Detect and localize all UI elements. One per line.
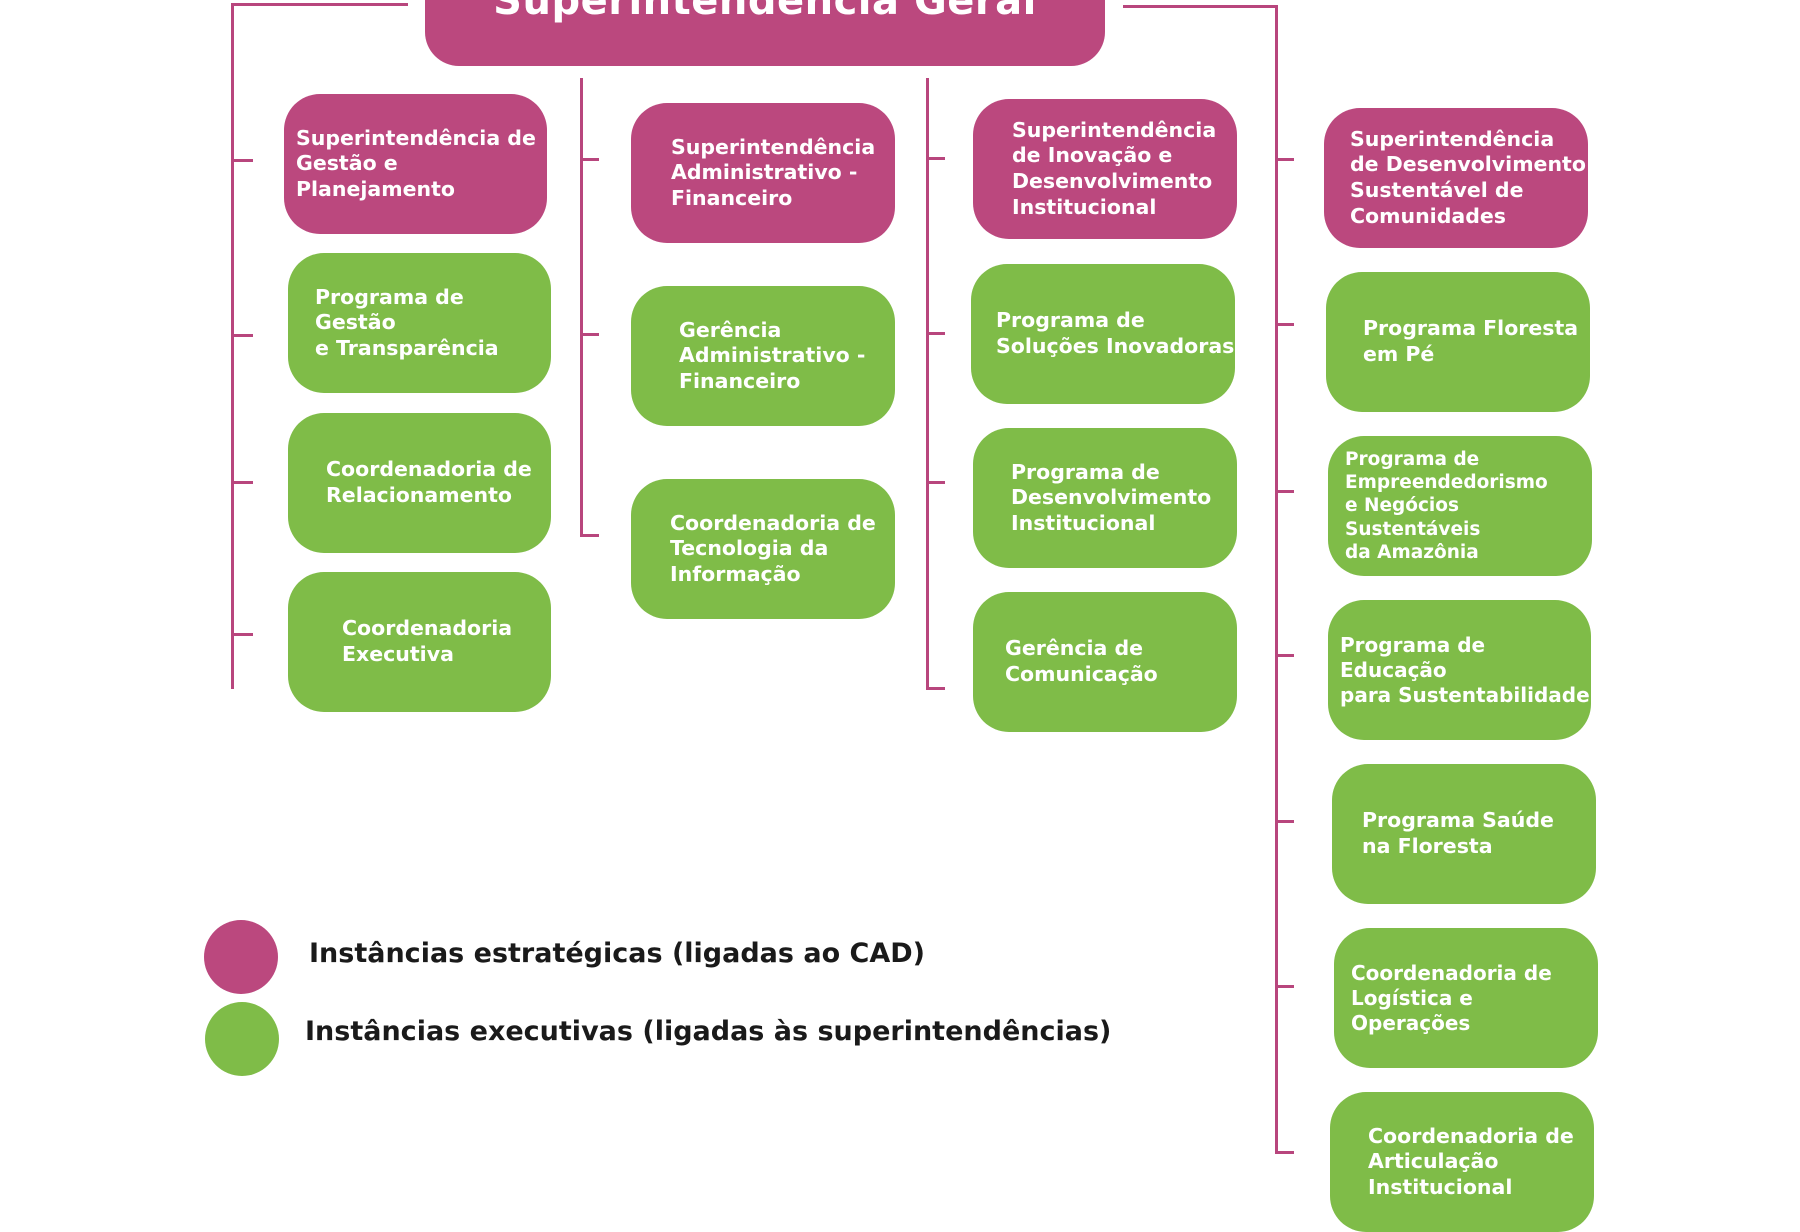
executive-unit-label: Gerência de Comunicação bbox=[1005, 636, 1158, 686]
executive-unit-box: Coordenadoria de Tecnologia da Informaçã… bbox=[631, 479, 895, 619]
executive-unit-label: Programa Saúde na Floresta bbox=[1362, 808, 1554, 858]
top-left-connector bbox=[232, 3, 408, 6]
legend-strategic-swatch bbox=[204, 920, 278, 994]
column-4-tick bbox=[1275, 654, 1294, 657]
executive-unit-box: Programa Saúde na Floresta bbox=[1332, 764, 1596, 904]
executive-unit-box: Programa de Empreendedorismo e Negócios … bbox=[1328, 436, 1592, 576]
executive-unit-label: Coordenadoria Executiva bbox=[342, 616, 513, 666]
superintendence-label: Superintendência de Gestão e Planejament… bbox=[296, 125, 536, 201]
column-1-tick bbox=[231, 633, 253, 636]
executive-unit-box: Programa Floresta em Pé bbox=[1326, 272, 1590, 412]
executive-unit-label: Programa de Soluções Inovadoras bbox=[996, 308, 1235, 358]
executive-unit-box: Gerência Administrativo - Financeiro bbox=[631, 286, 895, 426]
executive-unit-label: Coordenadoria de Articulação Institucion… bbox=[1368, 1123, 1574, 1199]
column-4-tick bbox=[1275, 1151, 1294, 1154]
column-3-tick bbox=[926, 687, 945, 690]
column-2-tick bbox=[580, 534, 599, 537]
general-superintendence-box: Superintendência Geral bbox=[425, 0, 1105, 66]
superintendence-box: Superintendência Administrativo - Financ… bbox=[631, 103, 895, 243]
column-4-vertical-line bbox=[1275, 5, 1278, 1154]
legend-strategic-label: Instâncias estratégicas (ligadas ao CAD) bbox=[309, 938, 926, 969]
superintendence-label: Superintendência de Inovação e Desenvolv… bbox=[1012, 117, 1217, 219]
executive-unit-label: Programa de Desenvolvimento Instituciona… bbox=[1011, 459, 1212, 535]
column-1-tick bbox=[231, 481, 253, 484]
legend-executive-swatch bbox=[205, 1002, 279, 1076]
general-superintendence-label: Superintendência Geral bbox=[493, 0, 1037, 24]
column-4-tick bbox=[1275, 985, 1294, 988]
executive-unit-box: Programa de Gestão e Transparência bbox=[288, 253, 551, 393]
executive-unit-label: Programa Floresta em Pé bbox=[1363, 316, 1579, 366]
column-3-tick bbox=[926, 157, 945, 160]
column-4-tick bbox=[1275, 820, 1294, 823]
legend-executive-label: Instâncias executivas (ligadas às superi… bbox=[305, 1016, 1112, 1047]
executive-unit-box: Programa de Educação para Sustentabilida… bbox=[1328, 600, 1591, 740]
executive-unit-label: Gerência Administrativo - Financeiro bbox=[679, 317, 866, 393]
executive-unit-box: Coordenadoria de Relacionamento bbox=[288, 413, 551, 553]
column-1-tick bbox=[231, 334, 253, 337]
executive-unit-box: Gerência de Comunicação bbox=[973, 592, 1237, 732]
executive-unit-label: Programa de Gestão e Transparência bbox=[315, 284, 499, 360]
executive-unit-box: Coordenadoria Executiva bbox=[288, 572, 551, 712]
executive-unit-label: Coordenadoria de Tecnologia da Informaçã… bbox=[670, 510, 876, 586]
executive-unit-box: Coordenadoria de Articulação Institucion… bbox=[1330, 1092, 1594, 1232]
executive-unit-label: Programa de Empreendedorismo e Negócios … bbox=[1345, 449, 1548, 563]
superintendence-box: Superintendência de Inovação e Desenvolv… bbox=[973, 99, 1237, 239]
column-4-tick bbox=[1275, 490, 1294, 493]
executive-unit-box: Coordenadoria de Logística e Operações bbox=[1334, 928, 1598, 1068]
executive-unit-label: Coordenadoria de Relacionamento bbox=[326, 457, 532, 507]
column-4-tick bbox=[1275, 158, 1294, 161]
column-3-tick bbox=[926, 332, 945, 335]
top-right-connector bbox=[1123, 5, 1278, 8]
superintendence-label: Superintendência Administrativo - Financ… bbox=[671, 134, 876, 210]
column-2-tick bbox=[580, 158, 599, 161]
executive-unit-label: Coordenadoria de Logística e Operações bbox=[1351, 960, 1552, 1035]
superintendence-box: Superintendência de Desenvolvimento Sust… bbox=[1324, 108, 1588, 248]
column-1-vertical-line bbox=[231, 3, 234, 689]
column-1-tick bbox=[231, 159, 253, 162]
executive-unit-box: Programa de Desenvolvimento Instituciona… bbox=[973, 428, 1237, 568]
superintendence-box: Superintendência de Gestão e Planejament… bbox=[284, 94, 547, 234]
column-3-tick bbox=[926, 481, 945, 484]
column-4-tick bbox=[1275, 323, 1294, 326]
column-2-vertical-line bbox=[580, 78, 583, 537]
superintendence-label: Superintendência de Desenvolvimento Sust… bbox=[1350, 126, 1586, 228]
column-2-tick bbox=[580, 333, 599, 336]
column-3-vertical-line bbox=[926, 78, 929, 690]
executive-unit-label: Programa de Educação para Sustentabilida… bbox=[1340, 632, 1590, 707]
executive-unit-box: Programa de Soluções Inovadoras bbox=[971, 264, 1235, 404]
